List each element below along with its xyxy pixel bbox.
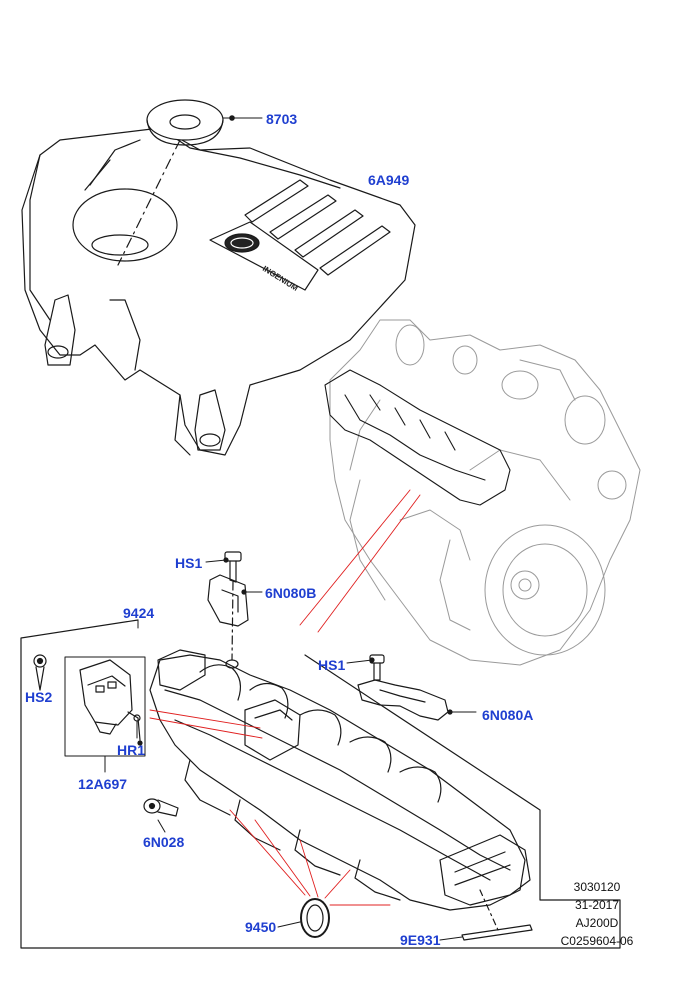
callout-hs1-top: HS1 [175, 555, 203, 571]
bracket-6n080a [346, 654, 477, 721]
callout-hs1-right: HS1 [318, 657, 346, 673]
callout-9e931: 9E931 [400, 932, 441, 948]
screw-hr1 [133, 714, 141, 739]
seal-9e931 [439, 889, 533, 941]
callout-8703: 8703 [266, 111, 298, 127]
callout-9424: 9424 [123, 605, 155, 621]
intake-manifold [149, 649, 531, 911]
reference-code-1: 3030120 [573, 880, 621, 894]
oil-filler-seal [146, 99, 263, 146]
gasket-9450 [277, 898, 330, 938]
actuator-12a697 [64, 656, 146, 773]
reference-code-2: 31-2017 [574, 898, 620, 912]
callout-hr1: HR1 [117, 742, 146, 758]
callout-hs2: HS2 [25, 689, 53, 705]
engine-cover: INGENIUM [21, 119, 416, 456]
callout-6a949: 6A949 [368, 172, 410, 188]
callout-12a697: 12A697 [78, 776, 128, 792]
engine-reference-lines [299, 489, 421, 633]
reference-code-3: AJ200D [575, 916, 619, 930]
engine-block-outline [329, 319, 641, 666]
bolt-hs2 [33, 654, 47, 691]
callout-6n080b: 6N080B [265, 585, 317, 601]
callout-9450: 9450 [245, 919, 277, 935]
reference-code-4: C0259604-06 [560, 934, 634, 948]
callout-6n028: 6N028 [143, 834, 185, 850]
engine-manifold-highlight [324, 369, 511, 506]
callout-6n080a: 6N080A [482, 707, 534, 723]
assembly-frame [20, 619, 621, 949]
gasket-reference-lines [149, 709, 391, 906]
bracket-6n080b [205, 551, 263, 661]
cover-logo-text: INGENIUM [261, 264, 300, 293]
bolt-6n028 [143, 798, 179, 833]
